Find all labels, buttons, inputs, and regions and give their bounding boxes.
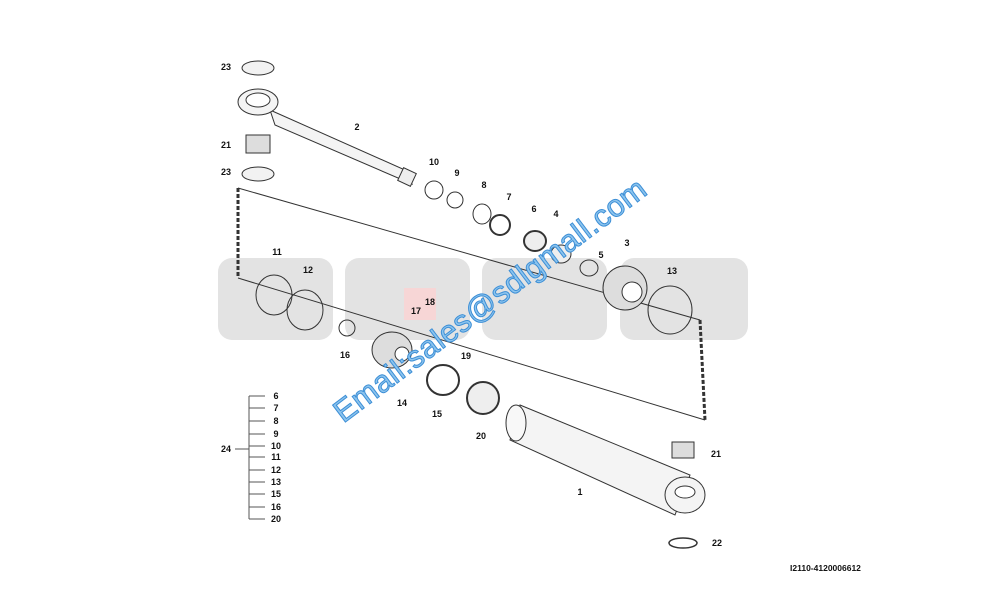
- callout-23: 23: [220, 62, 232, 72]
- kit-item: 12: [270, 465, 282, 475]
- callout-11: 11: [272, 247, 282, 257]
- part-22: [668, 537, 698, 549]
- callout-5: 5: [598, 250, 604, 260]
- part-21-top: [245, 134, 271, 154]
- callout-10: 10: [428, 157, 440, 167]
- callout-1: 1: [577, 487, 583, 497]
- kit-item: 10: [270, 441, 282, 451]
- callout-21: 21: [710, 449, 722, 459]
- callout-21: 21: [220, 140, 232, 150]
- callout-2: 2: [354, 122, 360, 132]
- callout-18: 18: [424, 297, 436, 307]
- callout-3: 3: [624, 238, 630, 248]
- callout-20: 20: [475, 431, 487, 441]
- cylinder-barrel: [505, 404, 706, 516]
- kit-item: 7: [273, 403, 279, 413]
- callout-6: 6: [531, 204, 537, 214]
- part-14-piston: [371, 331, 413, 369]
- kit-item: 13: [270, 477, 282, 487]
- callout-22: 22: [711, 538, 723, 548]
- piston-rod: [237, 88, 417, 187]
- kit-bracket: [235, 395, 265, 520]
- kit-item: 20: [270, 514, 282, 524]
- kit-item: 8: [273, 416, 279, 426]
- callout-23: 23: [220, 167, 232, 177]
- callout-12: 12: [302, 265, 314, 275]
- kit-item: 11: [271, 452, 281, 462]
- callout-17: 17: [410, 306, 422, 316]
- kit-item: 6: [273, 391, 279, 401]
- kit-label-24: 24: [220, 444, 232, 454]
- callout-9: 9: [454, 168, 460, 178]
- callout-7: 7: [506, 192, 512, 202]
- callout-8: 8: [481, 180, 487, 190]
- part-21-bottom: [671, 441, 695, 459]
- callout-16: 16: [339, 350, 351, 360]
- kit-item: 16: [270, 502, 282, 512]
- part-3-head: [602, 265, 648, 311]
- kit-item: 9: [273, 429, 279, 439]
- part-23-top: [241, 60, 275, 76]
- callout-15: 15: [431, 409, 443, 419]
- drawing-code: I2110-4120006612: [790, 563, 861, 573]
- sdlg-watermark: [218, 258, 748, 340]
- callout-14: 14: [396, 398, 408, 408]
- callout-13: 13: [666, 266, 678, 276]
- callout-19: 19: [460, 351, 472, 361]
- kit-item: 15: [270, 489, 282, 499]
- part-23-bottom: [241, 166, 275, 182]
- callout-4: 4: [553, 209, 559, 219]
